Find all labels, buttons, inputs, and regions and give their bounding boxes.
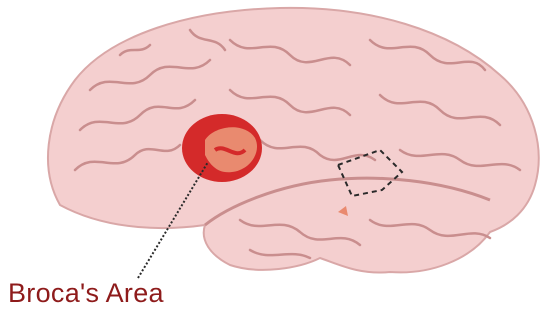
broca-area-label: Broca's Area: [8, 278, 164, 309]
broca-area-highlight: [182, 114, 262, 182]
